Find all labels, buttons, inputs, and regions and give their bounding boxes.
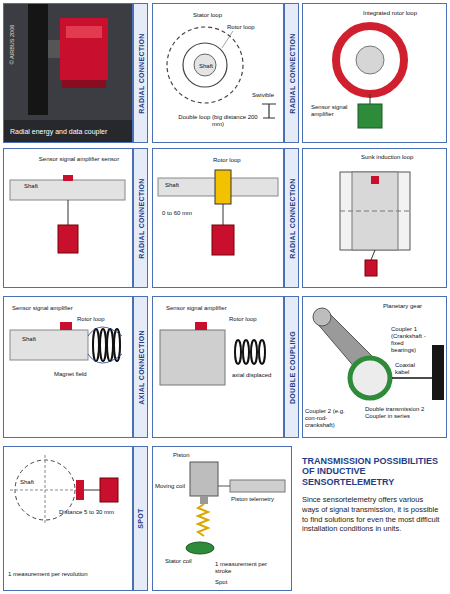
part-label: Coupler 1 (Crankshaft - fixed bearings) (391, 326, 429, 354)
part-label: 0 to 60 mm (162, 210, 212, 217)
part-label: Sensor signal amplifier (311, 104, 357, 118)
part-label: Sensor signal amplifier (12, 305, 92, 312)
side-label: DOUBLE COUPLING (285, 299, 298, 435)
part-label: Shaft (24, 183, 54, 190)
part-label: Rotor loop (213, 157, 263, 164)
part-label: Planetary gear (383, 303, 443, 310)
part-label: Stator loop (193, 12, 243, 19)
part-label: Rotor loop (77, 316, 127, 323)
illustration-panel: PistonMoving coilPiston telemetryStator … (152, 446, 292, 591)
side-band: RADIAL CONNECTION (284, 3, 299, 143)
illustration-panel: Sensor signal amplifierRotor loop axial d… (152, 296, 284, 438)
part-label: Distance 5 to 30 mm (59, 509, 121, 516)
side-band: RADIAL CONNECTION (133, 148, 148, 288)
side-band: RADIAL CONNECTION (133, 3, 148, 143)
illustration-panel: © AIRBUS 2006Radial energy and data coup… (3, 3, 133, 143)
side-label: AXIAL CONNECTION (134, 299, 147, 435)
part-label: Magnet field (54, 371, 114, 378)
side-band: DOUBLE COUPLING (284, 296, 299, 438)
side-label: RADIAL CONNECTION (134, 6, 147, 140)
part-label: Shaft (194, 63, 218, 70)
illustration-panel: ShaftDistance 5 to 30 mm 1 measurement pe… (3, 446, 133, 591)
part-label: Rotor loop (227, 24, 267, 31)
illustration-panel: Sensor signal amplifierRotor loopShaftMa… (3, 296, 133, 438)
illustration-panel: Integrated rotor loopSensor signal ampli… (302, 3, 447, 143)
part-label: Swivible (252, 92, 282, 99)
part-label: Integrated rotor loop (363, 10, 443, 17)
part-label: Sensor signal amplifier sensor (37, 156, 121, 163)
caption: Since sensortelemetry offers various way… (302, 495, 442, 534)
part-label: Piston (173, 452, 213, 459)
side-band: SPOT (133, 446, 148, 591)
part-label: Double loop (big distance 200 mm) (178, 114, 258, 128)
illustration-panel: Sunk induction loop (302, 148, 447, 288)
part-label: Spot (215, 579, 255, 586)
part-label: Piston telemetry (231, 496, 291, 503)
part-label: Rotor loop (229, 316, 279, 323)
part-label: Shaft (165, 182, 195, 189)
illustration-panel: Rotor loopShaft 0 to 60 mm (152, 148, 284, 288)
part-label: axial displaced (232, 372, 280, 379)
side-label: RADIAL CONNECTION (285, 151, 298, 285)
illustration-panel: Stator loopRotor loopShaftSwivibleDouble… (152, 3, 284, 143)
part-label: 1 measurement per stroke (215, 561, 285, 575)
illustration-panel: Planetary gearCoupler 1 (Crankshaft - fi… (302, 296, 447, 438)
part-label: Sensor signal amplifier (166, 305, 246, 312)
side-label: RADIAL CONNECTION (134, 151, 147, 285)
part-label: Sunk induction loop (361, 154, 441, 161)
part-label: Shaft (20, 479, 44, 486)
part-label: Stator coil (165, 558, 205, 565)
part-label: Radial energy and data coupler (10, 128, 130, 136)
heading: TRANSMISSION POSSIBILITIES OF INDUCTIVE … (302, 456, 447, 487)
part-label: Coupler 2 (e.g. con-rod-crankshaft) (305, 408, 357, 429)
part-label: 1 measurement per revolution (8, 571, 128, 578)
part-label: Coaxial kabel (395, 362, 431, 376)
side-band: AXIAL CONNECTION (133, 296, 148, 438)
part-label: Moving coil (155, 483, 185, 490)
part-label: Shaft (22, 336, 52, 343)
side-band: RADIAL CONNECTION (284, 148, 299, 288)
part-label: Double transmission 2 Coupler in series (365, 406, 437, 420)
illustration-panel: Sensor signal amplifier sensorShaft (3, 148, 133, 288)
side-label: RADIAL CONNECTION (285, 6, 298, 140)
side-label: SPOT (134, 449, 147, 588)
copyright-mark: © AIRBUS 2006 (9, 11, 16, 77)
